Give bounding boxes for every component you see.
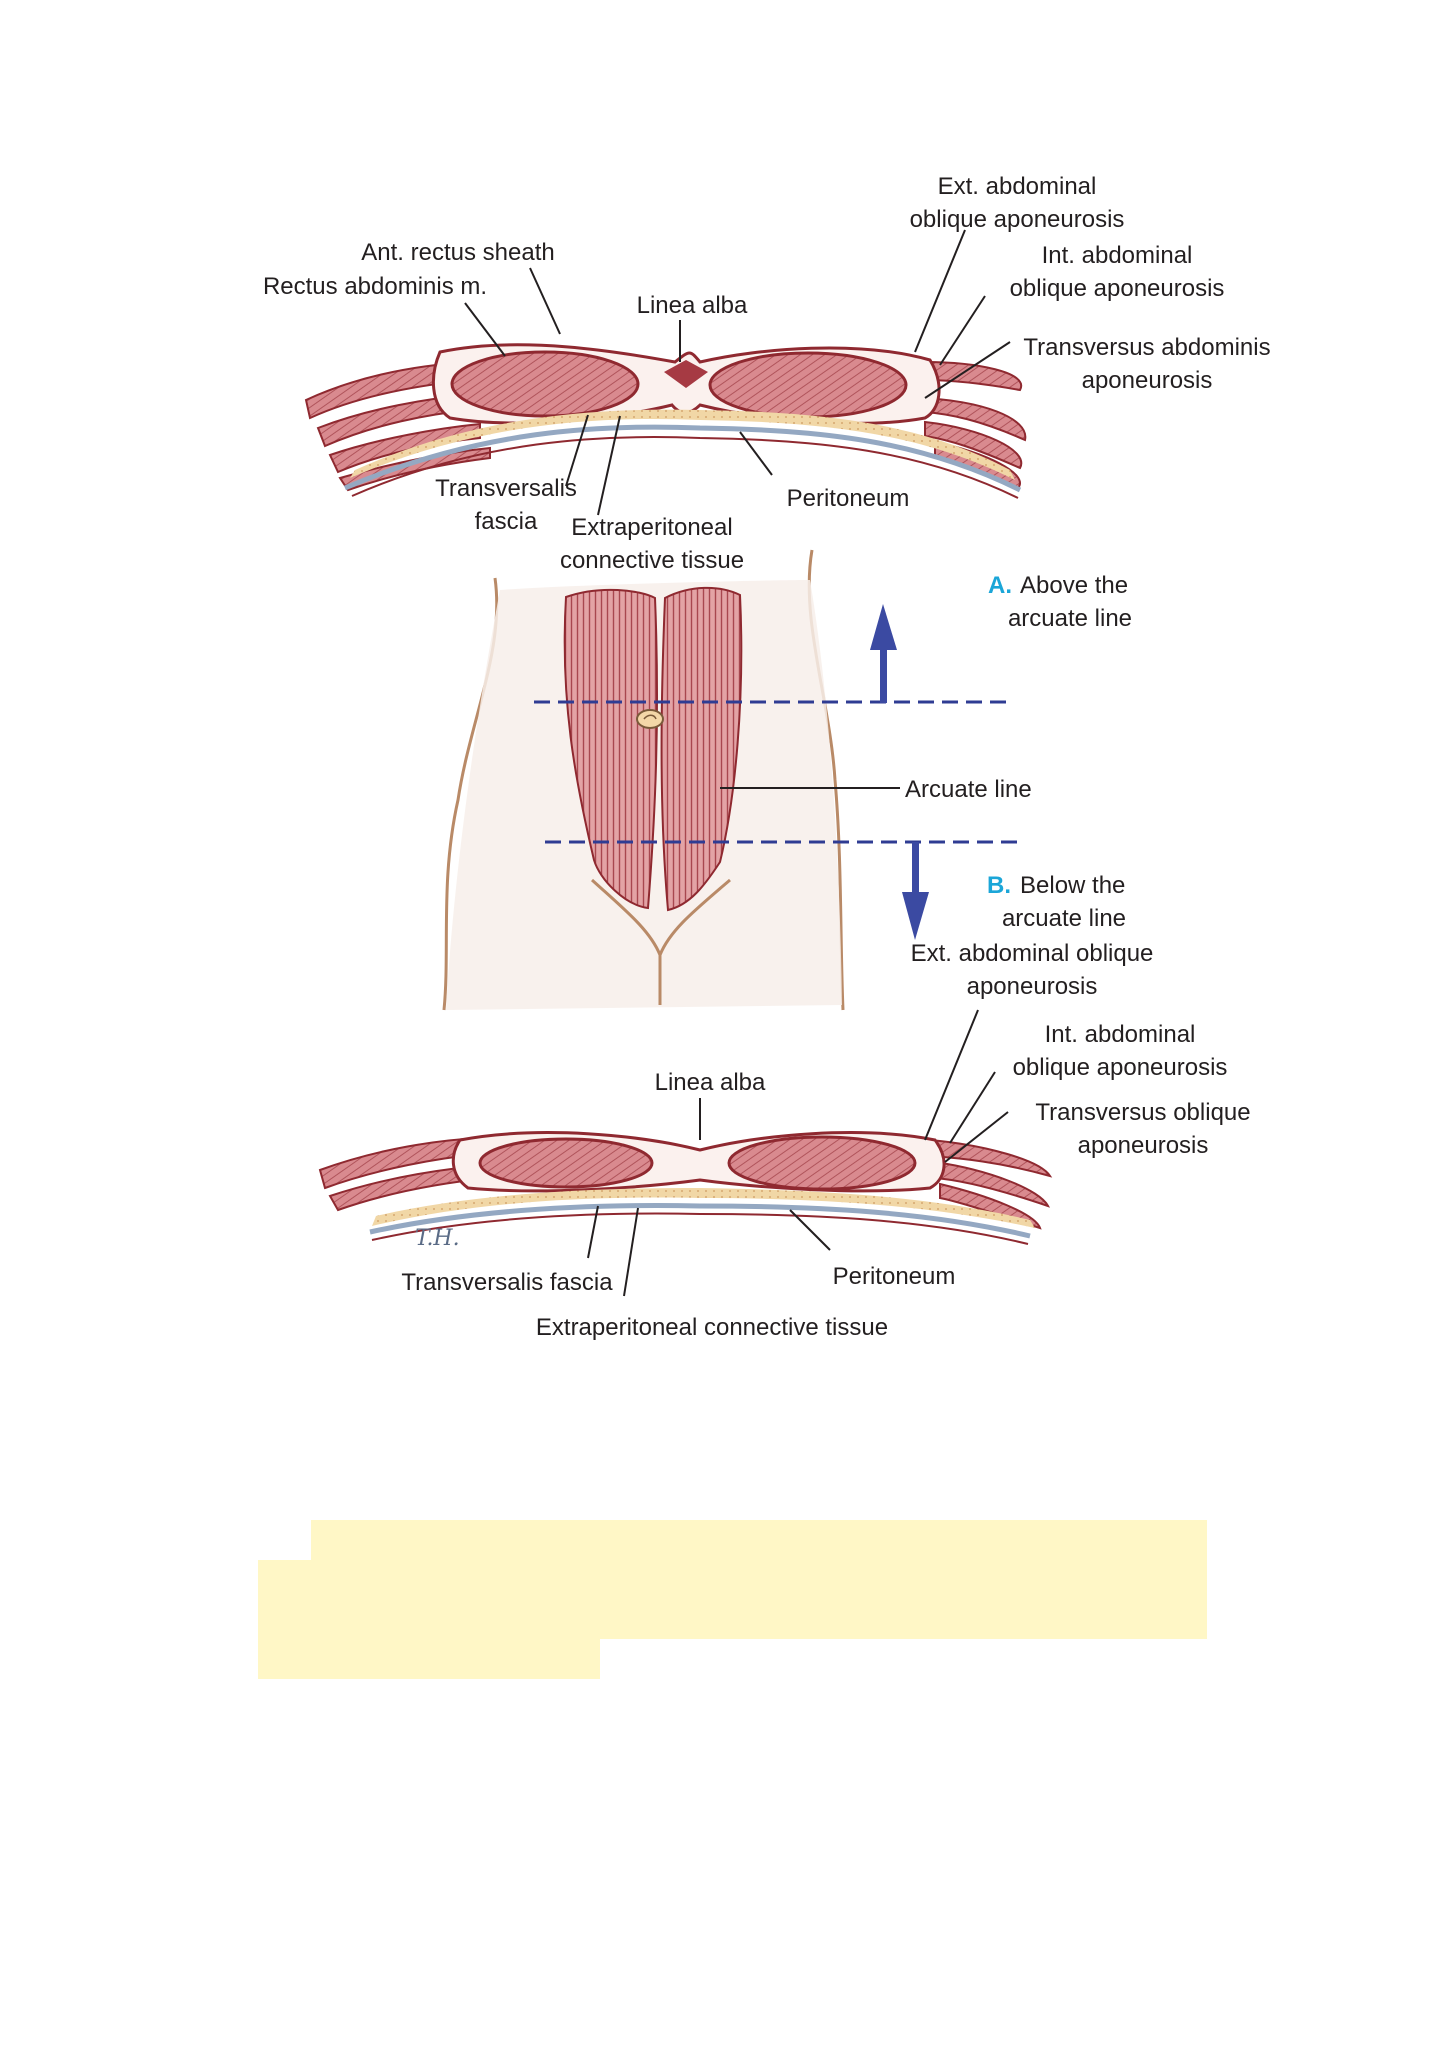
label-peritoneum-b: Peritoneum (833, 1263, 956, 1290)
arrow-up-icon (870, 604, 897, 703)
cross-section-below-arcuate-line: T.H. (318, 1131, 1053, 1251)
extraperitoneal-layer (350, 409, 1015, 480)
leaders-panel-b (587, 1009, 1009, 1297)
arrow-down-icon (902, 842, 929, 940)
artist-signature: T.H. (415, 1226, 460, 1251)
label-transversus-2: aponeurosis (1082, 367, 1213, 394)
label-extraperitoneal-2: connective tissue (560, 547, 744, 574)
rectus-front-right (660, 586, 743, 912)
label-linea-alba-b: Linea alba (655, 1069, 766, 1096)
transversalis-fascia-layer (344, 424, 1022, 493)
highlight-line-4 (258, 1639, 600, 1679)
label-peritoneum-a: Peritoneum (787, 485, 910, 512)
labels-panel-b: Ext. abdominal oblique aponeurosis Int. … (401, 940, 1250, 1341)
label-int-oblique-2: oblique aponeurosis (1010, 275, 1225, 302)
label-ext-oblique-2: oblique aponeurosis (910, 206, 1125, 233)
label-int-oblique-b-2: oblique aponeurosis (1013, 1054, 1228, 1081)
label-linea-alba-a: Linea alba (637, 292, 748, 319)
peritoneum-layer-b (371, 1212, 1029, 1245)
rectus-muscle-left-b (478, 1137, 654, 1189)
rectus-muscle-left (450, 350, 640, 418)
peritoneum-layer (351, 436, 1019, 499)
label-ext-oblique-b-1: Ext. abdominal oblique (911, 940, 1154, 967)
caption-a-line1: Above the (1020, 572, 1128, 599)
caption-a-line2: arcuate line (1008, 605, 1132, 632)
transversalis-fascia-layer-b (369, 1203, 1031, 1239)
highlight-line-2 (258, 1560, 1207, 1600)
highlight-line-1 (311, 1520, 1207, 1560)
label-arcuate-line: Arcuate line (905, 776, 1032, 803)
label-transversalis-2: fascia (475, 508, 538, 535)
umbilicus-icon (636, 709, 664, 729)
extraperitoneal-layer-b (372, 1188, 1035, 1228)
label-int-oblique-1: Int. abdominal (1042, 242, 1193, 269)
rectus-front-left (563, 588, 659, 910)
torso-front-view: Arcuate line (442, 549, 1032, 1011)
leaders-panel-a (464, 229, 1011, 516)
label-ant-rectus-sheath: Ant. rectus sheath (361, 239, 554, 266)
highlight-line-3 (258, 1600, 1207, 1639)
cross-section-above-arcuate-line (304, 343, 1027, 499)
caption-b: B. Below the arcuate line (987, 872, 1126, 932)
caption-a: A. Above the arcuate line (988, 572, 1132, 632)
label-transversus-b-2: aponeurosis (1078, 1132, 1209, 1159)
label-transversus-1: Transversus abdominis (1023, 334, 1270, 361)
lateral-muscles-left (304, 360, 491, 492)
label-extraperitoneal-b: Extraperitoneal connective tissue (536, 1314, 888, 1341)
label-extraperitoneal-1: Extraperitoneal (571, 514, 732, 541)
linea-alba-mark (664, 360, 708, 388)
label-transversus-b-1: Transversus oblique (1035, 1099, 1250, 1126)
caption-a-letter: A. (988, 572, 1012, 599)
label-transversalis-b: Transversalis fascia (401, 1269, 613, 1296)
caption-b-letter: B. (987, 872, 1011, 899)
label-transversalis-1: Transversalis (435, 475, 577, 502)
label-ext-oblique-b-2: aponeurosis (967, 973, 1098, 1000)
rectus-muscle-right (708, 351, 908, 419)
label-rectus-abdominis: Rectus abdominis m. (263, 273, 487, 300)
labels-panel-a: Ext. abdominal oblique aponeurosis Int. … (263, 173, 1271, 574)
label-int-oblique-b-1: Int. abdominal (1045, 1021, 1196, 1048)
caption-b-line2: arcuate line (1002, 905, 1126, 932)
caption-b-line1: Below the (1020, 872, 1125, 899)
rectus-muscle-right-b (727, 1135, 917, 1191)
label-ext-oblique-1: Ext. abdominal (938, 173, 1097, 200)
